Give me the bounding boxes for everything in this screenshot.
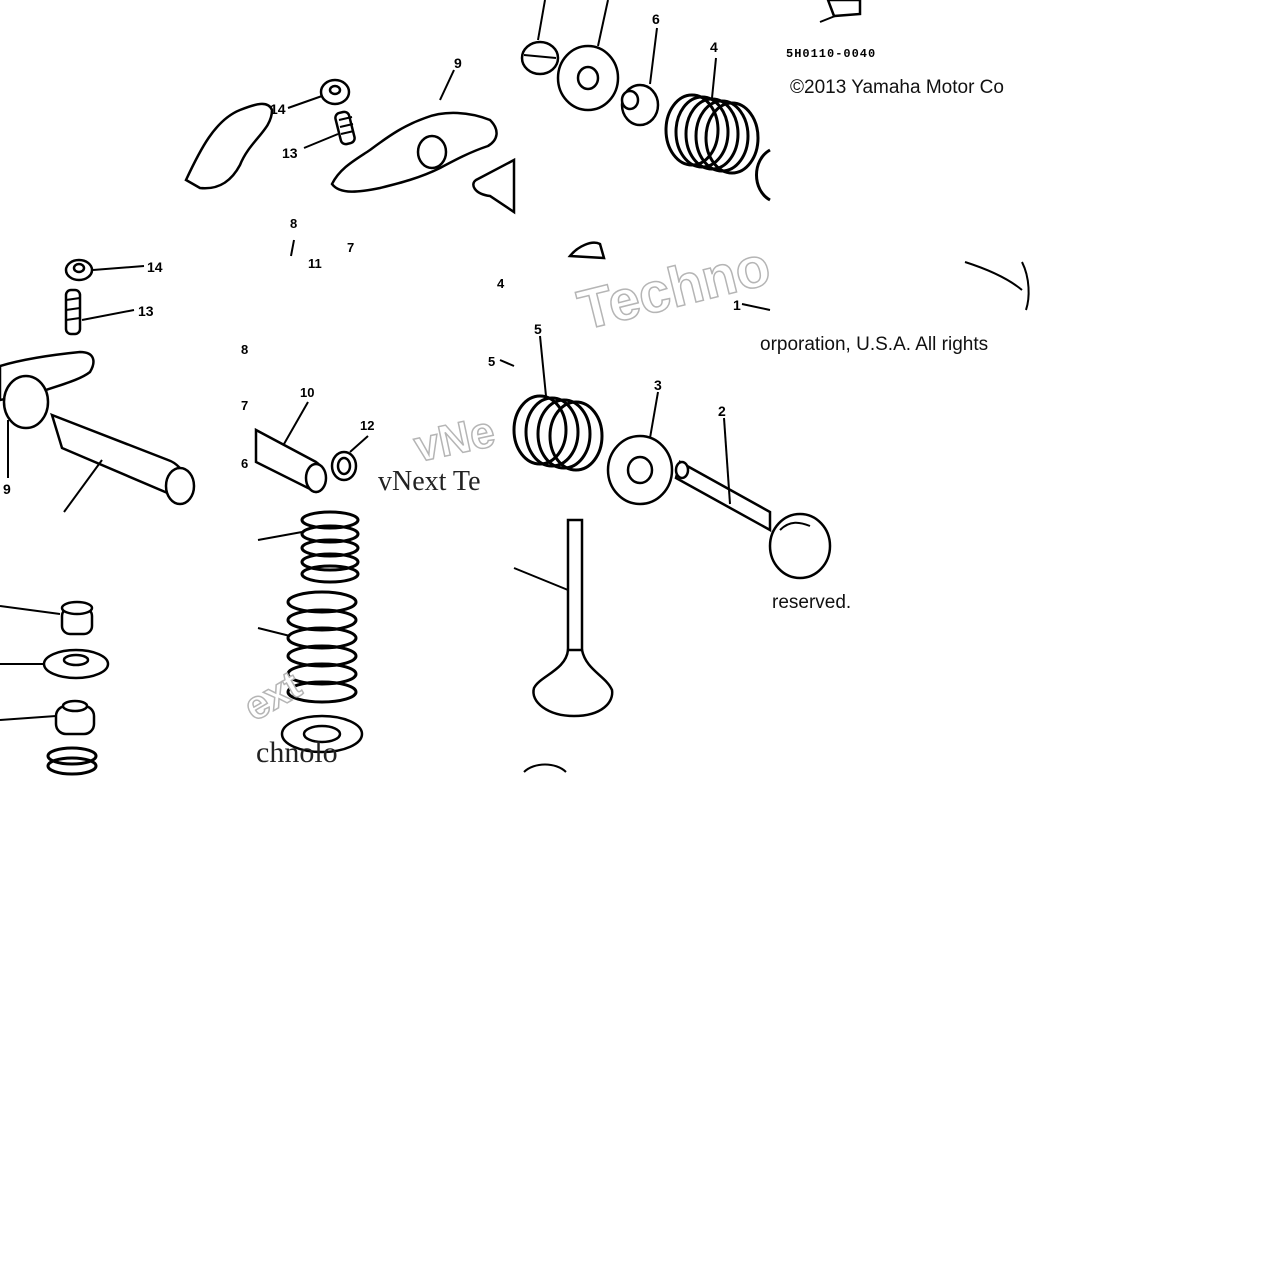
spring-seat-icon — [280, 714, 364, 754]
callout-7: 7 — [347, 240, 354, 255]
tile-valve-stem: 8 7 6 10 12 vNext Te vNe — [241, 342, 500, 497]
copyright-line-3: reserved. — [772, 592, 851, 613]
rocker-shaft-icon — [50, 412, 196, 506]
rocker-shaft-stub — [472, 157, 516, 215]
callout-10: 10 — [300, 385, 314, 400]
callout-13: 13 — [282, 145, 298, 161]
callout-6: 6 — [652, 11, 660, 27]
callout-7b: 7 — [241, 398, 248, 413]
copyright-line-1: ©2013 Yamaha Motor Co — [790, 77, 1004, 98]
callout-3: 3 — [654, 377, 662, 393]
valve-spring-icon — [512, 394, 604, 472]
tile-lower-valve — [513, 518, 614, 773]
copyright-line-2: orporation, U.S.A. All rights — [760, 334, 988, 355]
watermark-partial-3: chnolo — [256, 736, 338, 769]
callout-9: 9 — [454, 55, 462, 71]
callout-14: 14 — [270, 101, 286, 117]
callout-12: 12 — [360, 418, 374, 433]
valve-stem-icon — [674, 460, 772, 533]
callout-5b: 5 — [488, 354, 495, 369]
spring-seat-icon — [606, 434, 674, 506]
valve-spring-icon — [46, 746, 98, 776]
rocker-arm-icon — [330, 111, 498, 193]
part-fragment — [567, 241, 606, 260]
callout-5: 5 — [534, 321, 542, 337]
rocker-arm-left-part — [184, 102, 274, 190]
lock-nut-icon — [64, 258, 94, 282]
callout-14b: 14 — [147, 259, 163, 275]
valve-guide-icon — [54, 699, 96, 736]
front-arrow-icon — [819, 0, 862, 23]
o-ring-icon — [330, 450, 358, 482]
callout-8: 8 — [290, 216, 297, 231]
callout-4b: 4 — [497, 276, 505, 291]
tile-lower-springs: ext chnolo — [236, 510, 364, 769]
callout-11: 11 — [308, 256, 322, 271]
inner-spring-icon — [300, 510, 360, 584]
valve-collet-icon — [520, 40, 560, 76]
push-rod-icon — [254, 427, 328, 494]
adjusting-screw-icon — [334, 110, 356, 146]
callout-9b: 9 — [3, 481, 11, 497]
watermark-serif: vNext Te — [378, 466, 481, 497]
callout-4: 4 — [710, 39, 718, 55]
callout-13b: 13 — [138, 303, 154, 319]
shaft-fragment — [964, 261, 1023, 291]
tile-valve-springs-middle: Techno 4 5 1 5 3 2 — [488, 233, 832, 580]
tile-info: 5H0110-0040 ©2013 Yamaha Motor Co orpora… — [760, 0, 1030, 613]
spring-retainer-icon — [556, 44, 620, 112]
valve-icon — [532, 518, 614, 718]
callout-6b: 6 — [241, 456, 248, 471]
callout-2: 2 — [718, 403, 726, 419]
stem-seal-icon — [620, 83, 660, 127]
valve-spring-icon — [664, 93, 760, 175]
stem-seal-icon — [60, 600, 94, 636]
adjusting-screw-icon — [64, 288, 82, 336]
callout-1: 1 — [733, 297, 741, 313]
outer-spring-icon — [286, 590, 358, 704]
tile-rocker-arm-top: 14 13 9 8 11 7 — [184, 55, 516, 271]
part-code: 5H0110-0040 — [786, 47, 876, 61]
tile-lower-left — [0, 600, 110, 776]
tile-valve-springs-top: 6 4 — [520, 0, 771, 260]
tile-rocker-arm-middle: 14 13 9 — [0, 258, 196, 513]
callout-8b: 8 — [241, 342, 248, 357]
lock-nut-icon — [319, 78, 351, 106]
valve-head-icon — [768, 512, 832, 580]
watermark-partial: vNe — [410, 407, 499, 472]
spring-retainer-icon — [42, 648, 110, 680]
